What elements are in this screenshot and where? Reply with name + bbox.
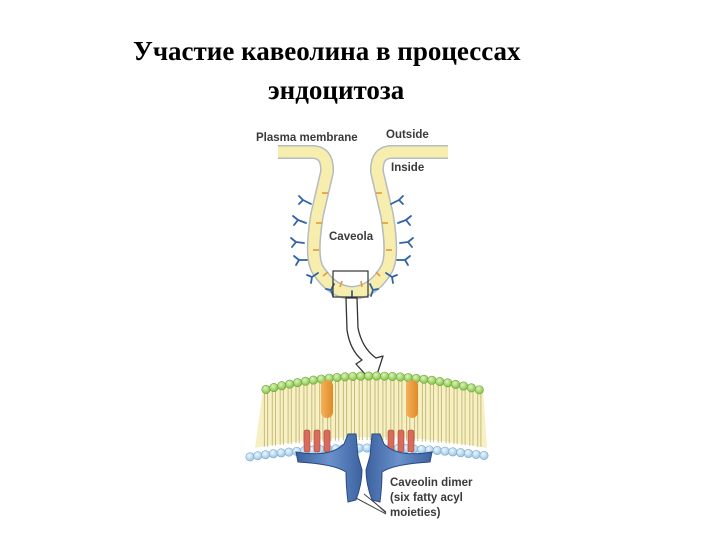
lipid-head-inner	[276, 448, 286, 458]
lipid-head-outer	[269, 383, 279, 393]
title-line-1: Участие кавеолина в процессах	[133, 36, 521, 66]
lipid-head-outer	[474, 385, 484, 395]
lipid-head-inner	[417, 444, 427, 454]
lipid-head-inner	[261, 450, 271, 460]
lipid-head-inner	[471, 449, 481, 459]
lipid-head-outer	[451, 379, 461, 389]
lipid-head-inner	[362, 443, 372, 453]
lipid-head-outer	[372, 371, 382, 381]
lipid-head-inner	[440, 446, 450, 456]
label-plasma-membrane: Plasma membrane	[256, 132, 358, 144]
label-caveola: Caveola	[329, 231, 374, 243]
lipid-head-inner	[284, 447, 294, 457]
acyl-chains	[303, 429, 415, 453]
lipid-head-outer	[356, 371, 366, 381]
lipid-head-inner	[448, 447, 458, 457]
lipid-head-inner	[268, 449, 278, 459]
lipid-head-outer	[300, 376, 310, 386]
lipid-head-outer	[340, 372, 350, 382]
label-caveolin-dimer-line1: Caveolin dimer	[390, 477, 473, 489]
lipid-head-outer	[277, 381, 287, 391]
lipid-head-inner	[456, 448, 466, 458]
lipid-head-outer	[379, 371, 389, 381]
zoom-box	[332, 270, 369, 298]
lipid-head-inner	[432, 446, 442, 456]
label-inside: Inside	[391, 162, 424, 174]
label-caveolin-dimer: Caveolin dimer (six fatty acyl moieties)	[390, 477, 476, 519]
lipid-head-outer	[466, 383, 476, 393]
lipid-head-outer	[395, 372, 405, 382]
dimer-pointer-lines	[355, 493, 387, 515]
lipid-head-outer	[387, 371, 397, 381]
lipid-head-outer	[443, 378, 453, 388]
label-outside: Outside	[386, 129, 429, 141]
lipid-head-inner	[245, 452, 255, 462]
caveola-cholesterol-marks	[313, 192, 392, 288]
lipid-head-outer	[419, 374, 429, 384]
lipid-head-outer	[427, 375, 437, 385]
bilayer-zoom	[245, 371, 489, 515]
lipid-head-inner	[479, 450, 489, 460]
label-caveolin-dimer-line3: moieties)	[390, 507, 441, 519]
title-line-2: эндоцитоза	[268, 75, 405, 105]
lipid-head-outer	[293, 378, 303, 388]
lipid-head-outer	[332, 372, 342, 382]
cholesterol-left	[321, 380, 333, 418]
lipid-head-inner	[253, 451, 263, 461]
lipid-head-outer	[364, 371, 374, 381]
lipid-head-outer	[261, 384, 271, 394]
lipid-head-outer	[458, 381, 468, 391]
cholesterol-right	[406, 380, 418, 418]
label-caveolin-dimer-line2: (six fatty acyl	[390, 492, 463, 504]
lipid-head-outer	[285, 379, 295, 389]
zoom-arrow	[345, 297, 384, 385]
lipid-head-outer	[435, 377, 445, 387]
lipid-head-inner	[463, 449, 473, 459]
lipid-head-outer	[348, 371, 358, 381]
lipid-head-outer	[308, 375, 318, 385]
